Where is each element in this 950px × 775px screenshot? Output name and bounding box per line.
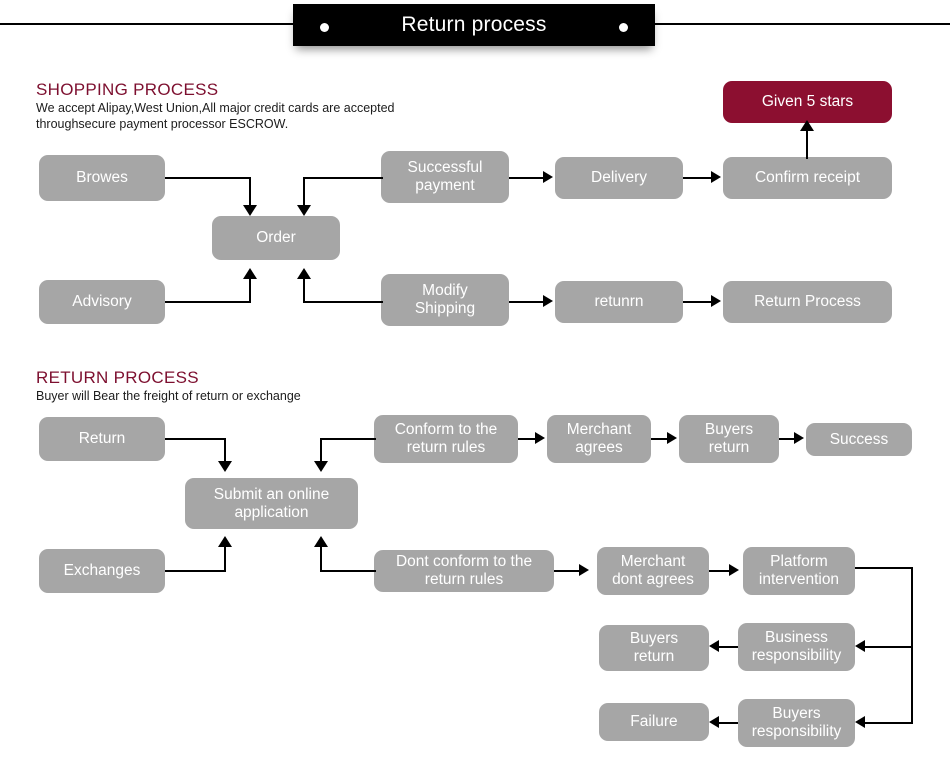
connector-exchanges-to-submit-horizontal — [165, 570, 225, 572]
connector-return-to-submit-horizontal — [165, 438, 225, 440]
node-returnr[interactable]: retunrn — [555, 281, 683, 323]
page-title-banner: Return process — [293, 4, 655, 46]
arrowhead-return-to-submit — [218, 461, 232, 472]
connector-bus-to-buyers-responsibility — [863, 722, 913, 724]
connector-platform-to-bus-horizontal — [855, 567, 913, 569]
arrowhead-bus-to-buyers-responsibility — [855, 716, 865, 728]
arrowhead-advisory-to-order — [243, 268, 257, 279]
arrowhead-modify-to-returnr — [543, 295, 553, 307]
connector-bus-to-business-responsibility — [863, 646, 913, 648]
connector-business-to-buyers-return — [717, 646, 738, 648]
arrowhead-bus-to-business-responsibility — [855, 640, 865, 652]
connector-delivery-to-confirm — [683, 177, 713, 179]
node-successful-payment[interactable]: Successful payment — [381, 151, 509, 203]
node-success[interactable]: Success — [806, 423, 912, 456]
shopping-process-subtitle: We accept Alipay,West Union,All major cr… — [36, 101, 395, 131]
page-title: Return process — [401, 13, 547, 36]
banner-dot-right-icon — [619, 23, 628, 32]
arrowhead-payment-to-delivery — [543, 171, 553, 183]
node-platform-intervention[interactable]: Platform intervention — [743, 547, 855, 595]
node-order[interactable]: Order — [212, 216, 340, 260]
arrowhead-modify-to-order — [297, 268, 311, 279]
node-merchant-dont-agrees[interactable]: Merchant dont agrees — [597, 547, 709, 595]
node-failure[interactable]: Failure — [599, 703, 709, 741]
connector-conform-to-submit-horizontal — [320, 438, 376, 440]
banner-dot-left-icon — [320, 23, 329, 32]
connector-advisory-to-order-horizontal — [165, 301, 250, 303]
arrowhead-delivery-to-confirm — [711, 171, 721, 183]
connector-payment-to-order-horizontal — [303, 177, 383, 179]
connector-advisory-to-order-vertical — [249, 278, 251, 303]
connector-dontconform-to-merchant-dont — [554, 570, 581, 572]
node-merchant-agrees[interactable]: Merchant agrees — [547, 415, 651, 463]
node-advisory[interactable]: Advisory — [39, 280, 165, 324]
node-buyers-return-top[interactable]: Buyers return — [679, 415, 779, 463]
arrowhead-buyers-responsibility-to-failure — [709, 716, 719, 728]
connector-buyers-responsibility-to-failure — [717, 722, 738, 724]
arrowhead-conform-to-submit — [314, 461, 328, 472]
connector-conform-to-submit-vertical — [320, 438, 322, 465]
shopping-process-heading: SHOPPING PROCESS — [36, 80, 219, 99]
arrowhead-business-to-buyers-return — [709, 640, 719, 652]
arrowhead-merchant-dont-to-platform — [729, 564, 739, 576]
connector-conform-to-merchant-agrees — [518, 438, 537, 440]
connector-bus-vertical — [911, 567, 913, 723]
node-modify-shipping[interactable]: Modify Shipping — [381, 274, 509, 326]
arrowhead-exchanges-to-submit — [218, 536, 232, 547]
return-process-subtitle: Buyer will Bear the freight of return or… — [36, 389, 301, 403]
arrowhead-browes-to-order — [243, 205, 257, 216]
arrowhead-returnr-to-return-process — [711, 295, 721, 307]
node-exchanges[interactable]: Exchanges — [39, 549, 165, 593]
arrowhead-dontconform-to-merchant-dont — [579, 564, 589, 576]
arrowhead-confirm-to-stars — [800, 120, 814, 131]
node-dont-conform-rules[interactable]: Dont conform to the return rules — [374, 550, 554, 592]
connector-confirm-to-stars-vertical — [806, 129, 808, 159]
connector-dontconform-to-submit-vertical — [320, 546, 322, 572]
connector-exchanges-to-submit-vertical — [224, 546, 226, 572]
connector-modify-to-order-vertical — [303, 278, 305, 303]
node-given-5-stars[interactable]: Given 5 stars — [723, 81, 892, 123]
connector-return-to-submit-vertical — [224, 438, 226, 465]
node-business-responsibility[interactable]: Business responsibility — [738, 623, 855, 671]
connector-buyers-return-to-success — [779, 438, 796, 440]
node-return-process[interactable]: Return Process — [723, 281, 892, 323]
node-return[interactable]: Return — [39, 417, 165, 461]
connector-returnr-to-return-process — [683, 301, 713, 303]
node-delivery[interactable]: Delivery — [555, 157, 683, 199]
arrowhead-dontconform-to-submit — [314, 536, 328, 547]
return-process-heading: RETURN PROCESS — [36, 368, 199, 387]
connector-merchant-dont-to-platform — [709, 570, 731, 572]
connector-payment-to-delivery — [509, 177, 545, 179]
connector-browes-to-order-horizontal — [165, 177, 250, 179]
arrowhead-conform-to-merchant-agrees — [535, 432, 545, 444]
arrowhead-buyers-return-to-success — [794, 432, 804, 444]
node-buyers-responsibility[interactable]: Buyers responsibility — [738, 699, 855, 747]
connector-modify-to-order-horizontal — [303, 301, 383, 303]
connector-dontconform-to-submit-horizontal — [320, 570, 376, 572]
node-submit-application[interactable]: Submit an online application — [185, 478, 358, 529]
node-confirm-receipt[interactable]: Confirm receipt — [723, 157, 892, 199]
connector-browes-to-order-vertical — [249, 177, 251, 210]
node-conform-rules[interactable]: Conform to the return rules — [374, 415, 518, 463]
connector-modify-to-returnr — [509, 301, 545, 303]
node-buyers-return-mid[interactable]: Buyers return — [599, 625, 709, 671]
arrowhead-payment-to-order — [297, 205, 311, 216]
connector-payment-to-order-vertical — [303, 177, 305, 210]
connector-merchant-agrees-to-buyers-return — [651, 438, 669, 440]
node-browes[interactable]: Browes — [39, 155, 165, 201]
arrowhead-merchant-agrees-to-buyers-return — [667, 432, 677, 444]
